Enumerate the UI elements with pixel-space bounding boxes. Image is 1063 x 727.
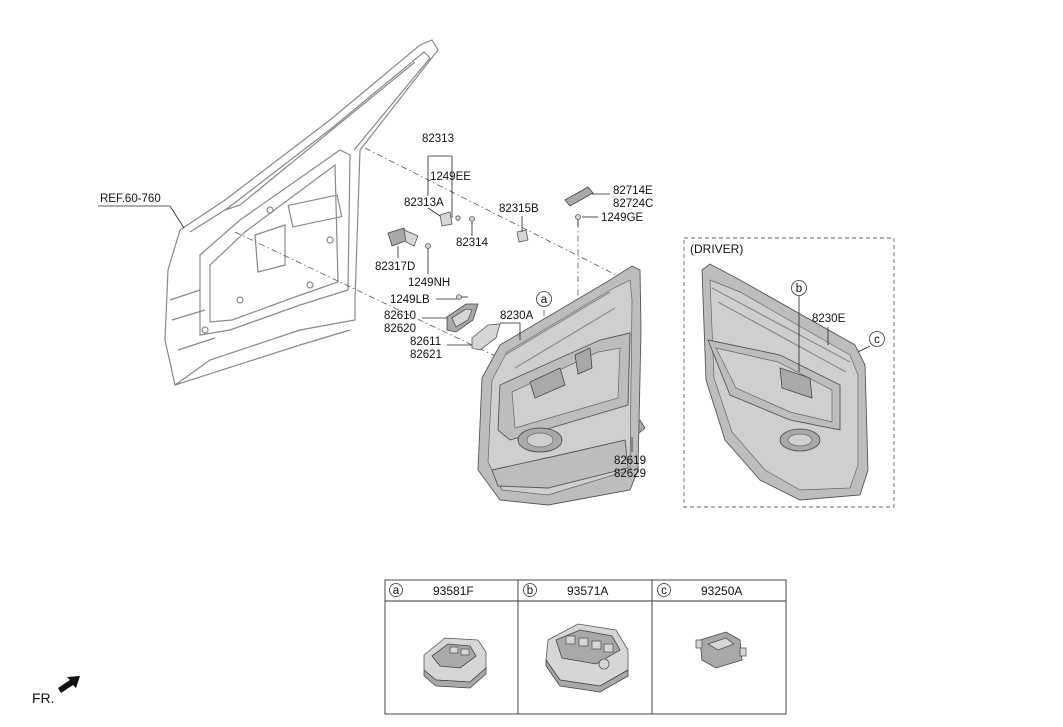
bracket-82313A: [439, 211, 461, 227]
callout-a: [536, 291, 552, 307]
label-8230E: 8230E: [812, 313, 846, 325]
callout-b-letter: b: [796, 283, 802, 295]
label-82313A: 82313A: [404, 197, 444, 209]
legend-a-letter: a: [393, 585, 400, 597]
label-82629: 82629: [614, 468, 646, 480]
screw-1249LB: [456, 294, 468, 300]
label-1249LB: 1249LB: [390, 294, 430, 306]
label-82620: 82620: [384, 323, 416, 335]
ref-leader: [169, 205, 185, 229]
legend-c-letter: c: [661, 585, 667, 597]
ref-label: REF.60-760: [100, 193, 161, 205]
label-82610: 82610: [384, 310, 416, 322]
leader-c: [857, 345, 871, 353]
assembly-line-upper: [364, 147, 631, 283]
legend-c-part: 93250A: [701, 584, 742, 598]
label-1249EE: 1249EE: [430, 171, 471, 183]
legend-b-circle: [523, 583, 537, 597]
door-trim-panel-8230A: [477, 265, 642, 506]
handle-82610: [446, 303, 479, 333]
legend-a-circle: [389, 583, 403, 597]
door-trim-panel-8230E: [701, 263, 869, 501]
callout-c: [869, 331, 885, 347]
switch-93581F-drawing: [423, 637, 487, 689]
screw-1249GE: [575, 214, 581, 226]
screw-1249NH: [425, 243, 431, 258]
legend-table: a 93581F b 93571A c 93250A: [384, 579, 787, 715]
label-82313: 82313: [422, 133, 454, 145]
callout-a-letter: a: [541, 294, 548, 306]
legend-b-letter: b: [527, 585, 533, 597]
legend-c-circle: [657, 583, 671, 597]
label-82314: 82314: [456, 237, 489, 249]
garnish-82714E: [564, 186, 594, 207]
label-1249NH: 1249NH: [408, 277, 450, 289]
clip-82314: [469, 216, 475, 232]
switch-93250A-drawing: [695, 631, 747, 669]
label-82317D: 82317D: [375, 261, 415, 273]
label-82315B: 82315B: [499, 203, 539, 215]
label-8230A: 8230A: [500, 310, 534, 322]
label-82714E: 82714E: [613, 185, 653, 197]
label-82724C: 82724C: [613, 198, 653, 210]
callout-b: [791, 280, 807, 296]
driver-box: [683, 237, 895, 508]
legend-b-part: 93571A: [567, 584, 608, 598]
handle-cover-82611: [471, 323, 501, 351]
door-frame-drawing: [164, 39, 439, 387]
bracket-82317D: [387, 227, 419, 247]
leader-82313A: [427, 207, 441, 217]
clip-82315B: [516, 229, 529, 243]
label-82611: 82611: [410, 336, 441, 348]
fr-label: FR.: [32, 690, 55, 706]
driver-label: (DRIVER): [690, 242, 743, 256]
label-82619: 82619: [614, 455, 646, 467]
label-1249GE: 1249GE: [601, 212, 644, 224]
label-82621: 82621: [410, 349, 442, 361]
callout-c-letter: c: [874, 334, 880, 346]
switch-93571A-drawing: [545, 623, 629, 693]
legend-a-part: 93581F: [433, 584, 474, 598]
fr-arrow-icon: [58, 676, 80, 693]
